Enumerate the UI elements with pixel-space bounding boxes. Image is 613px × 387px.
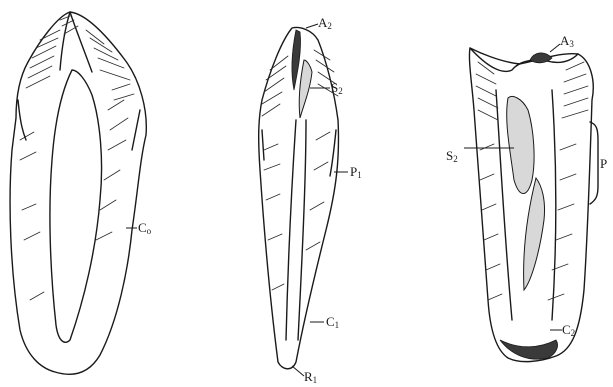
p-right-label: P — [600, 156, 607, 171]
s2-mid-label: S2 — [331, 80, 343, 96]
left-crown-hatching — [26, 16, 130, 88]
middle-tooth: A2 S2 P1 C1 R1 — [259, 15, 362, 385]
a2-label: A2 — [318, 15, 332, 31]
left-tooth: Co — [10, 12, 152, 374]
right-pulp-canal — [524, 178, 545, 290]
middle-body-hatching — [264, 132, 330, 290]
p1-label: P1 — [350, 164, 362, 180]
r1-label: R1 — [304, 369, 317, 385]
middle-enamel-line — [262, 130, 336, 176]
r1-leader-line — [292, 366, 304, 376]
left-body-hatching — [20, 84, 134, 300]
a2-leader-line — [306, 24, 318, 28]
s2-right-label: S2 — [446, 148, 458, 164]
c2-label: C2 — [562, 322, 575, 338]
left-tooth-outline — [10, 12, 146, 374]
right-crown-hatching — [476, 62, 588, 120]
middle-root-canal — [286, 120, 306, 340]
left-crown-cusp — [60, 12, 92, 72]
co-label: Co — [138, 220, 152, 236]
a3-leader-line — [550, 44, 560, 52]
a3-label: A3 — [560, 33, 574, 49]
left-pulp-cavity — [50, 70, 102, 342]
middle-tooth-crown-dark — [292, 30, 301, 90]
right-tooth: A3 S2 P C2 — [446, 33, 607, 362]
right-pulp-s2 — [507, 97, 534, 194]
c1-label: C1 — [326, 314, 339, 330]
right-root-tip — [500, 340, 558, 359]
middle-pulp-s2 — [299, 60, 312, 118]
